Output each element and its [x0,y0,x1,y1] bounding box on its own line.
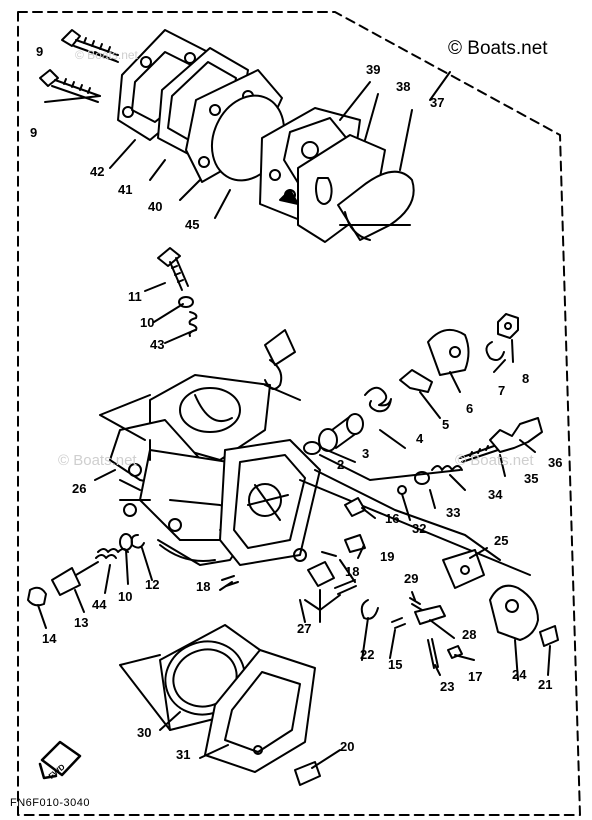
washer-10-left [119,533,133,551]
callout-39: 39 [366,62,381,77]
spring-4 [364,386,392,413]
side-gasket [219,439,321,566]
callout-10-top: 10 [140,315,155,330]
callout-45: 45 [185,217,200,232]
callout-38: 38 [396,79,411,94]
callout-3: 3 [362,446,370,461]
callout-40: 40 [148,199,163,214]
callout-21: 21 [538,677,553,692]
washer-10-top [178,296,194,308]
cap-14 [27,586,47,607]
lever-28 [414,605,446,625]
callout-43: 43 [150,337,165,352]
callout-27: 27 [297,621,312,636]
screw-15 [391,617,406,629]
callout-12: 12 [145,577,160,592]
fwd-arrow-icon [38,740,82,780]
callout-15: 15 [388,657,403,672]
jet-19 [344,534,366,553]
washer-33 [414,471,430,485]
callout-23: 23 [440,679,455,694]
lockwasher-7 [485,341,505,361]
callout-20: 20 [340,739,355,754]
callout-13: 13 [74,615,89,630]
copyright-watermark: © Boats.net [448,38,548,59]
callout-35: 35 [524,471,539,486]
needle-35 [459,417,543,463]
screw-9-bottom [39,69,101,103]
callout-16: 16 [385,511,400,526]
nut-8 [497,313,519,339]
pin-23 [427,638,439,669]
callout-34: 34 [488,487,503,502]
callout-42: 42 [90,164,105,179]
callout-30: 30 [137,725,152,740]
spring-29 [409,597,423,611]
callout-5: 5 [442,417,450,432]
callout-32: 32 [412,521,427,536]
plug-27 [307,561,335,587]
callout-8: 8 [522,371,530,386]
callout-2: 2 [337,457,345,472]
callout-7: 7 [498,383,506,398]
spring-34 [431,465,463,471]
screw-11 [157,247,189,291]
screw-13 [51,561,99,596]
callout-24: 24 [512,667,527,682]
callout-26: 26 [72,481,87,496]
callout-4: 4 [416,431,424,446]
callout-18: 18 [345,564,360,579]
throttle-cam-6 [427,328,470,376]
part-37-cover [337,170,415,241]
callout-9-bottom: 9 [30,125,38,140]
callout-22: 22 [360,647,375,662]
washer-2 [303,441,321,455]
throttle-lever-5 [399,369,433,393]
callout-37: 37 [430,95,445,110]
oring-32 [397,485,407,495]
callout-17: 17 [468,669,483,684]
bracket-25 [442,549,485,589]
oring-12 [130,534,145,549]
callout-33: 33 [446,505,461,520]
needle-27 [334,579,357,595]
callout-14: 14 [42,631,57,646]
callout-31: 31 [176,747,191,762]
callout-6: 6 [466,401,474,416]
faint-watermark-top: © Boats.net [75,48,138,62]
callout-25: 25 [494,533,509,548]
diagram-code: FN6F010-3040 [10,797,90,809]
callout-11: 11 [128,289,142,304]
spring-44 [95,548,129,559]
screw-17 [447,645,463,659]
faint-watermark-left: © Boats.net [58,452,137,469]
callout-9-top: 9 [36,44,44,59]
callout-44: 44 [92,597,107,612]
oring-27 [293,548,307,562]
callout-41: 41 [118,182,133,197]
callout-10-left: 10 [118,589,133,604]
shaft-3 [318,413,364,452]
callout-18-lower: 18 [196,579,211,594]
screw-21 [539,625,559,647]
assembly-boundary [17,11,581,816]
clip-22 [360,599,379,620]
part-18-pin [321,551,337,557]
callout-19: 19 [380,549,395,564]
body-24 [489,584,539,641]
faint-watermark-right: © Boats.net [455,452,534,469]
callout-36: 36 [548,455,563,470]
callout-28: 28 [462,627,477,642]
callout-29: 29 [404,571,419,586]
